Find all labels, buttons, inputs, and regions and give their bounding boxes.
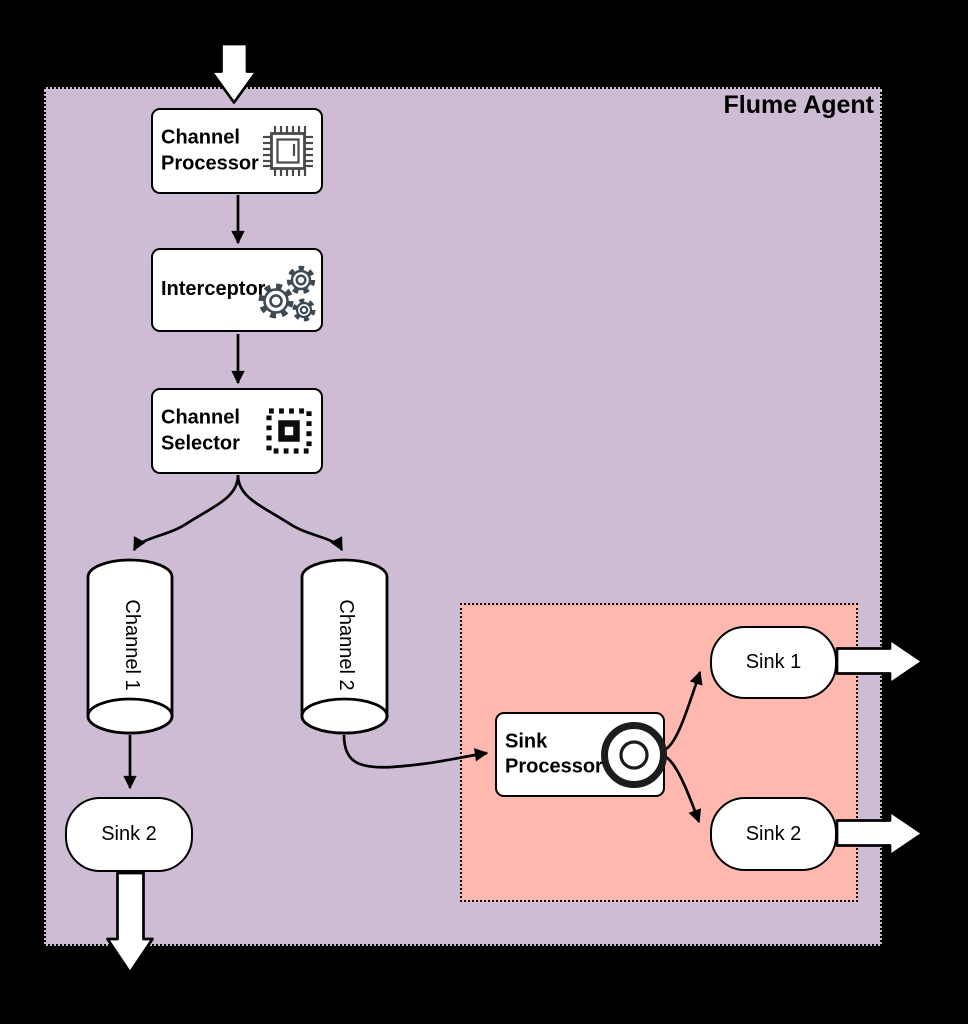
outflow-arrow-bottom bbox=[106, 871, 154, 974]
channel-2-label: Channel 2 bbox=[335, 599, 357, 691]
node-sink-2-inner: Sink 2 bbox=[710, 797, 837, 871]
sink-processor-label: Sink Processor bbox=[505, 729, 603, 778]
interceptor-label: Interceptor bbox=[161, 278, 266, 301]
node-sink-processor: Sink Processor bbox=[495, 712, 667, 797]
gears-icon bbox=[258, 265, 316, 322]
connector-selector-to-channel2 bbox=[236, 474, 344, 552]
sink-2-inner-label: Sink 2 bbox=[745, 822, 802, 845]
channel-2-cylinder bbox=[300, 558, 389, 735]
cpu-chip-icon bbox=[263, 126, 313, 176]
connector-sinkprocessor-to-sink2 bbox=[665, 755, 702, 824]
connector-selector-to-channel1 bbox=[132, 474, 240, 552]
outflow-arrow-sink2 bbox=[835, 810, 924, 857]
outflow-arrow-sink1 bbox=[835, 638, 924, 685]
node-sink-1: Sink 1 bbox=[710, 626, 837, 699]
flume-agent-label: Flume Agent bbox=[723, 91, 874, 119]
chip-select-icon bbox=[266, 408, 312, 454]
inflow-arrow bbox=[210, 42, 258, 104]
ring-icon bbox=[601, 722, 667, 788]
node-channel-selector: Channel Selector bbox=[151, 388, 323, 474]
connector-sinkprocessor-to-sink1 bbox=[665, 670, 703, 751]
connector-channel2-to-sinkprocessor bbox=[342, 734, 489, 769]
channel-processor-label: Channel Processor bbox=[161, 126, 259, 174]
sink-2-outer-label: Sink 2 bbox=[101, 823, 157, 845]
channel-1-cylinder bbox=[86, 558, 174, 735]
sink-1-label: Sink 1 bbox=[745, 651, 802, 673]
channel-selector-label: Channel Selector bbox=[161, 406, 240, 454]
node-interceptor: Interceptor bbox=[151, 248, 323, 332]
channel-1-label: Channel 1 bbox=[121, 599, 143, 691]
node-channel-processor: Channel Processor bbox=[151, 108, 323, 194]
node-sink-2-outer: Sink 2 bbox=[65, 797, 193, 872]
